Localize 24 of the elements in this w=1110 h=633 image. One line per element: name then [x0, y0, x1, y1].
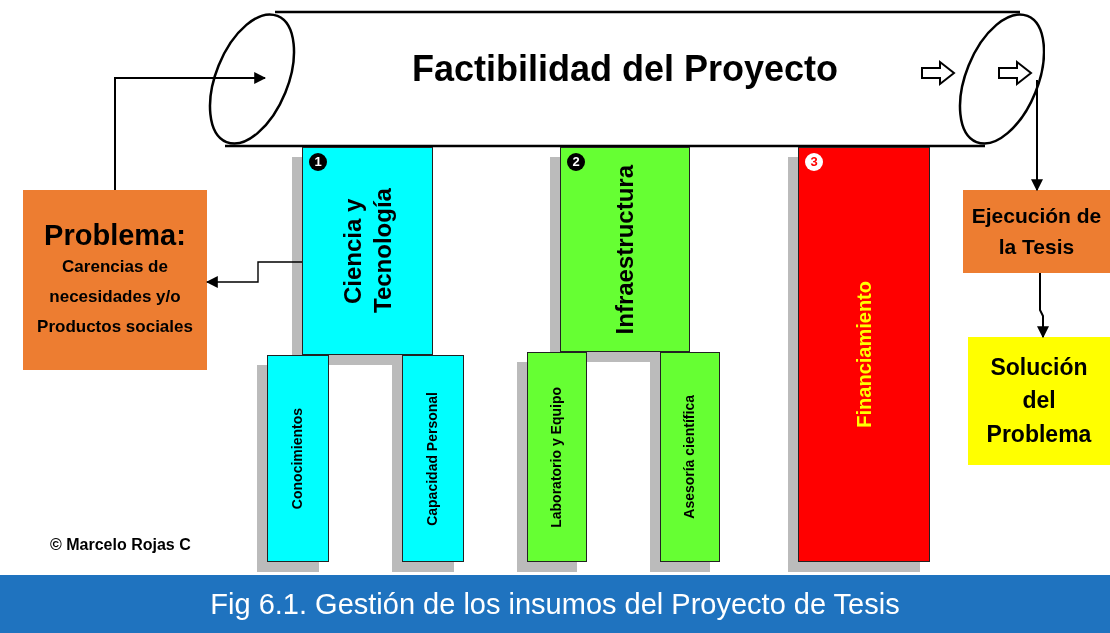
arrow	[114, 72, 267, 191]
result-box	[968, 337, 1110, 465]
problem-box	[23, 190, 207, 370]
bar-label: Conocimientos	[289, 407, 307, 510]
bar-label: Asesoría científica	[681, 395, 699, 519]
arrow	[1037, 272, 1049, 339]
bar-label: Financiamiento	[851, 281, 876, 428]
bar-label: Ciencia y Tecnología	[337, 187, 397, 316]
figure-caption: Fig 6.1. Gestión de los insumos del Proyecto de Tesis	[210, 587, 900, 621]
arrow	[1031, 79, 1043, 192]
copyright-note: © Marcelo Rojas C	[50, 536, 191, 554]
process-box	[963, 190, 1110, 273]
bar-label: Laboratorio y Equipo	[548, 386, 566, 528]
box-text: Carencias de necesidades y/o Productos sociales	[36, 256, 194, 338]
number-badge: 1	[309, 153, 327, 171]
bar-label: Capacidad Personal	[424, 391, 442, 526]
box-text: Solución del Problema	[985, 353, 1093, 449]
cylinder-title: Factibilidad del Proyecto	[410, 48, 840, 90]
arrow	[205, 261, 303, 288]
number-badge: 3	[805, 153, 823, 171]
number-badge: 2	[567, 153, 585, 171]
box-heading: Problema:	[44, 218, 186, 253]
bar-label: Infraestructura	[610, 164, 639, 335]
box-text: Ejecución de la Tesis	[970, 203, 1103, 260]
